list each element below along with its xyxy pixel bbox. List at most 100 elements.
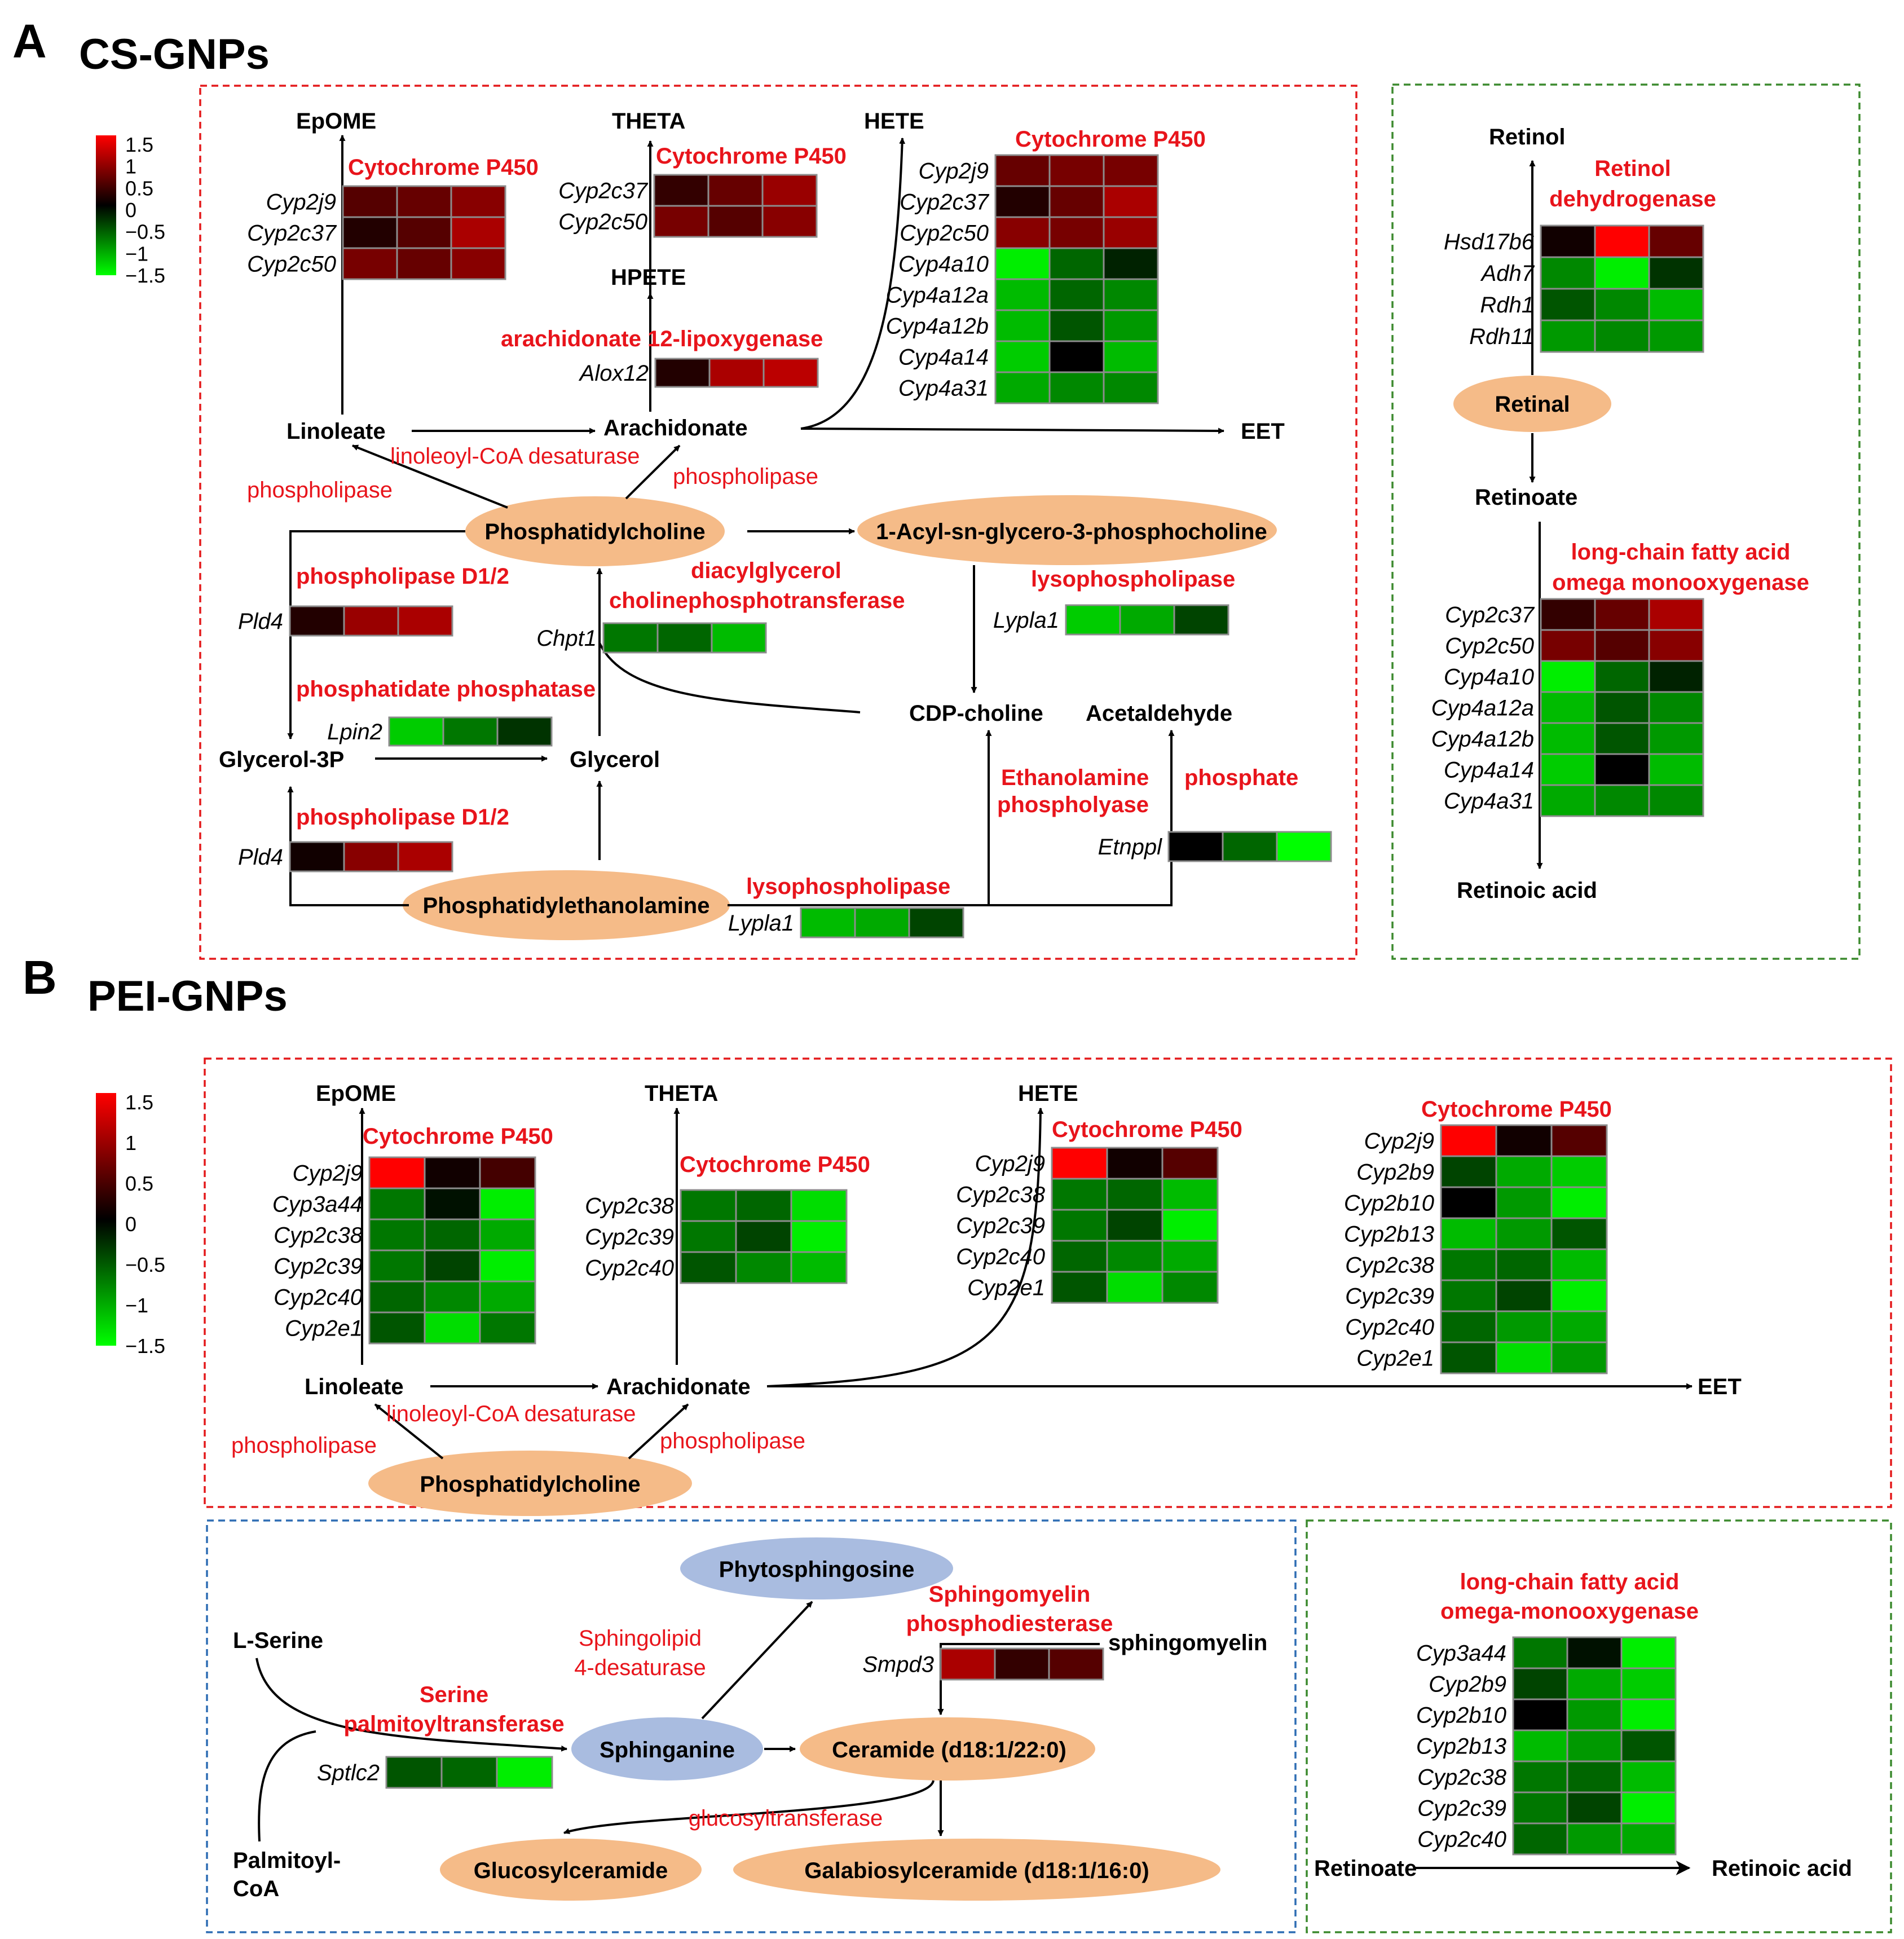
retinal-ellipse — [1453, 376, 1611, 432]
heatmap-cell — [1048, 216, 1105, 249]
color-scale-tick: −0.5 — [125, 1253, 165, 1276]
heatmap-cell — [1620, 1636, 1677, 1669]
heatmap-b_retinoate: Cyp3a44Cyp2b9Cyp2b10Cyp2b13Cyp2c38Cyp2c3… — [1416, 1636, 1677, 1856]
heatmap-cell — [1566, 1636, 1623, 1669]
heatmap-cell — [1550, 1248, 1608, 1281]
heatmap-cell — [1512, 1822, 1568, 1856]
heatmap-cell — [479, 1249, 536, 1283]
gene-label: Hsd17b6 — [1444, 230, 1535, 254]
heatmap-cell — [1512, 1729, 1568, 1762]
heatmap-cell — [790, 1220, 848, 1253]
heatmap-cell — [385, 1756, 443, 1789]
heatmap-cell — [1648, 629, 1704, 662]
gene-label: Cyp4a31 — [1444, 789, 1534, 814]
gene-label: Chpt1 — [536, 626, 597, 651]
color-scale-bar — [96, 135, 116, 275]
heatmap-cell — [1048, 1647, 1104, 1681]
heatmap-a_chpt1: Chpt1 — [536, 622, 767, 654]
glucosylceramide-label: Glucosylceramide — [474, 1858, 668, 1883]
heatmap-cell — [711, 622, 767, 654]
color-scale-tick: −0.5 — [125, 221, 165, 244]
phosphatidylcholine-a-ellipse — [465, 496, 725, 566]
gene-label: Cyp2c37 — [247, 221, 337, 246]
heatmap-cell — [1540, 629, 1596, 662]
heatmap-cell — [1648, 660, 1704, 693]
heatmap-cell — [1512, 1760, 1568, 1793]
b-arachidonate-to-hete-arrow — [766, 1107, 1044, 1387]
b-epome-label: EpOME — [316, 1081, 396, 1106]
heatmap-cell — [1276, 831, 1332, 862]
heatmap-cell — [1103, 309, 1159, 342]
heatmap-cell — [994, 247, 1051, 280]
gene-label: Cyp4a12a — [886, 283, 989, 308]
glucosyltransferase-label: glucosyltransferase — [689, 1806, 883, 1831]
heatmap-cell — [761, 174, 818, 207]
heatmap-cell — [1540, 722, 1596, 755]
gene-label: Cyp2c38 — [274, 1223, 363, 1248]
sphinganine-to-phyto-arrow — [701, 1601, 813, 1720]
heatmap-cell — [1106, 1240, 1163, 1273]
glycerol-label: Glycerol — [570, 747, 660, 772]
heatmap-cell — [653, 174, 709, 207]
retinoate-label: Retinoate — [1475, 485, 1577, 510]
gene-label: Cyp2b9 — [1356, 1160, 1434, 1185]
galabiosylceramide-label: Galabiosylceramide (d18:1/16:0) — [804, 1858, 1149, 1883]
ceramide-ellipse — [800, 1717, 1095, 1781]
heatmap-cell — [450, 247, 506, 280]
heatmap-cell — [1161, 1178, 1219, 1211]
heatmap-cell — [1540, 256, 1596, 290]
heatmap-cell — [450, 216, 506, 249]
heatmap-cell — [1103, 247, 1159, 280]
epome-label: EpOME — [296, 109, 376, 134]
gene-label: Cyp2c37 — [1445, 603, 1535, 628]
heatmap-cell — [1550, 1155, 1608, 1188]
b-pc-to-arachidonate-arrow — [628, 1403, 689, 1460]
heatmap-cell — [1648, 288, 1704, 321]
heatmap-cell — [479, 1156, 536, 1189]
heatmap-cell — [1512, 1791, 1568, 1825]
color-scale-tick: 0.5 — [125, 177, 153, 200]
heatmap-cell — [1103, 278, 1159, 311]
heatmap-cell — [1540, 753, 1596, 786]
color-scale-bar — [96, 1093, 116, 1346]
heatmap-cell — [1566, 1667, 1623, 1700]
phytosphingosine-ellipse — [680, 1537, 953, 1599]
heatmap-cell — [1440, 1310, 1497, 1343]
heatmap-cell — [342, 247, 398, 280]
color-scale-legend: 1.510.50−0.5−1−1.5 — [96, 1091, 165, 1358]
ceramide-to-glucosyl-arrow — [563, 1780, 935, 1834]
b-pc-to-linoleate-arrow — [374, 1403, 444, 1460]
enzyme-cyp450-a2: Cytochrome P450 — [656, 144, 847, 169]
heatmap-cell — [1594, 598, 1650, 631]
b-theta-label: THETA — [645, 1081, 718, 1106]
heatmap-cell — [1540, 288, 1596, 321]
heatmap-cell — [1540, 319, 1596, 353]
panel-a-retinol-box — [1391, 83, 1861, 960]
l-serine-label: L-Serine — [233, 1628, 323, 1653]
heatmap-cell — [396, 216, 452, 249]
heatmap-cell — [450, 185, 506, 218]
color-scale-tick: 1 — [125, 155, 136, 178]
heatmap-cell — [908, 907, 964, 938]
phospholipase-b1: phospholipase — [231, 1433, 377, 1458]
heatmap-cell — [1051, 1240, 1108, 1273]
gene-label: Cyp2c38 — [1345, 1253, 1435, 1278]
heatmap-cell — [1440, 1341, 1497, 1374]
enzyme-eth-3: phospholyase — [997, 792, 1149, 817]
heatmap-cell — [1512, 1636, 1568, 1669]
heatmap-cell — [479, 1187, 536, 1220]
heatmap-cell — [424, 1218, 481, 1251]
heatmap-cell — [1495, 1124, 1553, 1157]
heatmap-cell — [1495, 1217, 1553, 1250]
acyl-glycerophosphocholine-ellipse — [857, 495, 1277, 565]
gene-label: Cyp2c38 — [585, 1194, 675, 1219]
gene-label: Cyp2c39 — [1417, 1796, 1506, 1821]
gene-label: Cyp2b13 — [1416, 1734, 1506, 1759]
heatmap-b_smpd3: Smpd3 — [862, 1647, 1104, 1681]
heatmap-cell — [440, 1756, 498, 1789]
heatmap-cell — [1048, 371, 1105, 404]
enzyme-smpd-1: Sphingomyelin — [929, 1582, 1091, 1607]
